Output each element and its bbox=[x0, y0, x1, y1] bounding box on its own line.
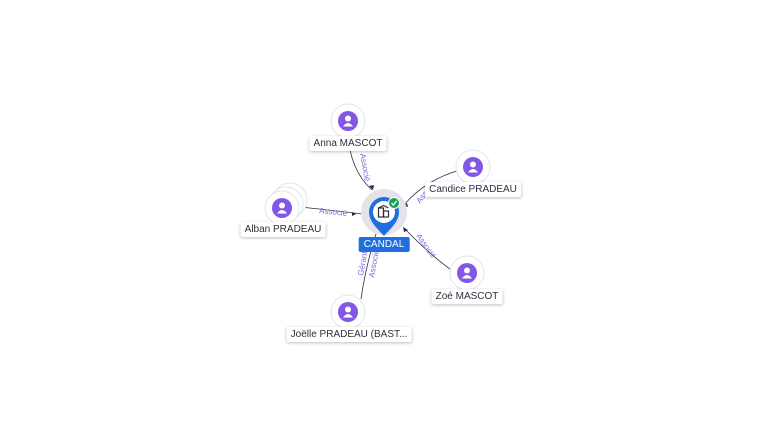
edge-label-joelle-2: Associé bbox=[367, 249, 381, 279]
edge-zoe bbox=[403, 227, 455, 273]
edge-label-anna: Associé bbox=[358, 153, 372, 183]
edge-label-zoe: Associé bbox=[414, 232, 438, 261]
person-icon bbox=[343, 306, 353, 318]
building-icon bbox=[377, 204, 390, 218]
node-label-alban[interactable]: Alban PRADEAU bbox=[240, 222, 326, 237]
node-zoe-mascot[interactable] bbox=[449, 255, 485, 291]
person-icon bbox=[343, 115, 353, 127]
node-alban-pradeau[interactable] bbox=[264, 182, 308, 226]
edge-label-joelle-1: Gérant bbox=[356, 250, 369, 276]
edge-label-alban: Associé bbox=[319, 206, 348, 218]
person-icon bbox=[277, 202, 287, 214]
node-candal[interactable] bbox=[361, 189, 407, 236]
node-joelle-pradeau[interactable] bbox=[330, 294, 366, 330]
arrow-alban bbox=[352, 212, 356, 216]
arrow-anna bbox=[369, 185, 374, 190]
arrow-zoe bbox=[403, 227, 408, 232]
person-icon bbox=[462, 267, 472, 279]
node-label-zoe[interactable]: Zoé MASCOT bbox=[431, 289, 503, 304]
center-label[interactable]: CANDAL bbox=[358, 237, 410, 252]
person-icon bbox=[468, 161, 478, 173]
check-icon bbox=[388, 197, 400, 209]
node-anna-mascot[interactable] bbox=[330, 103, 366, 139]
node-label-anna[interactable]: Anna MASCOT bbox=[309, 136, 387, 151]
node-label-candice[interactable]: Candice PRADEAU bbox=[425, 182, 521, 197]
node-candice-pradeau[interactable] bbox=[455, 149, 491, 185]
node-label-joelle[interactable]: Joëlle PRADEAU (BAST... bbox=[286, 327, 412, 342]
